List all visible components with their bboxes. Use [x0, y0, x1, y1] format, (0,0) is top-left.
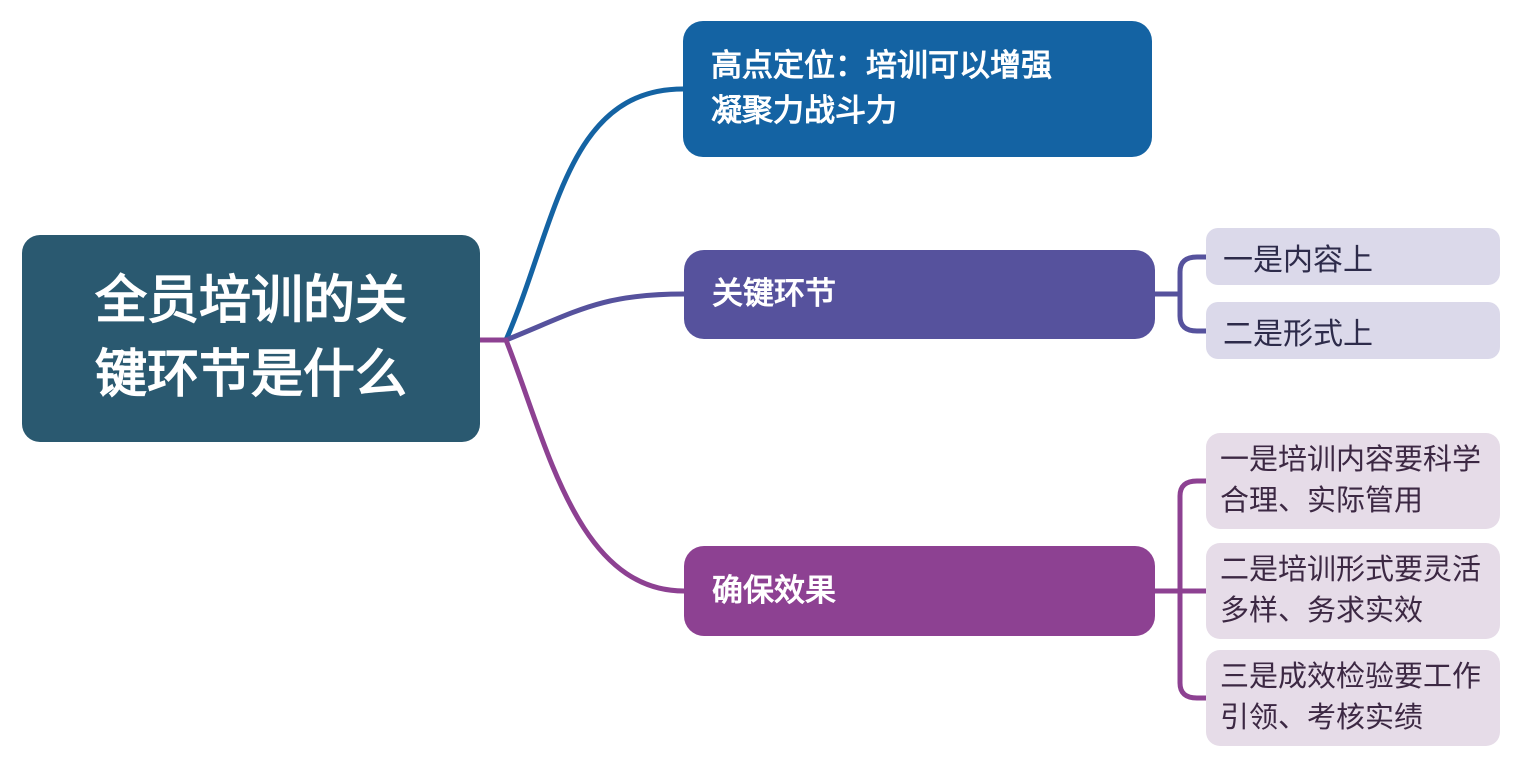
child-node-label: 二是培训形式要灵活多样、务求实效	[1220, 553, 1482, 627]
bottom-bracket	[1177, 478, 1210, 701]
child-node-label: 三是成效检验要工作引领、考核实绩	[1220, 660, 1482, 734]
child-node-performance-check: 三是成效检验要工作引领、考核实绩	[1206, 650, 1500, 746]
child-node-scientific-content: 一是培训内容要科学合理、实际管用	[1206, 433, 1500, 529]
connector-top-branch	[503, 86, 686, 343]
branch-node-ensure-results: 确保效果	[684, 546, 1155, 636]
connector-bottom-branch	[503, 337, 687, 594]
connector-middle-branch	[503, 291, 687, 343]
branch-label: 确保效果	[712, 572, 836, 608]
branch-label: 高点定位：培训可以增强凝聚力战斗力	[711, 48, 1052, 128]
child-node-label: 一是内容上	[1223, 243, 1373, 277]
child-node-format: 二是形式上	[1206, 302, 1500, 359]
root-node: 全员培训的关键环节是什么	[22, 235, 480, 442]
child-node-label: 二是形式上	[1223, 317, 1373, 351]
child-node-label: 一是培训内容要科学合理、实际管用	[1220, 443, 1482, 517]
child-node-content: 一是内容上	[1206, 228, 1500, 285]
child-node-flexible-format: 二是培训形式要灵活多样、务求实效	[1206, 543, 1500, 639]
branch-node-key-links: 关键环节	[684, 250, 1155, 339]
branch-label: 关键环节	[712, 276, 836, 312]
root-node-label: 全员培训的关键环节是什么	[94, 271, 407, 404]
middle-bracket	[1177, 254, 1210, 334]
branch-node-positioning: 高点定位：培训可以增强凝聚力战斗力	[683, 21, 1152, 157]
